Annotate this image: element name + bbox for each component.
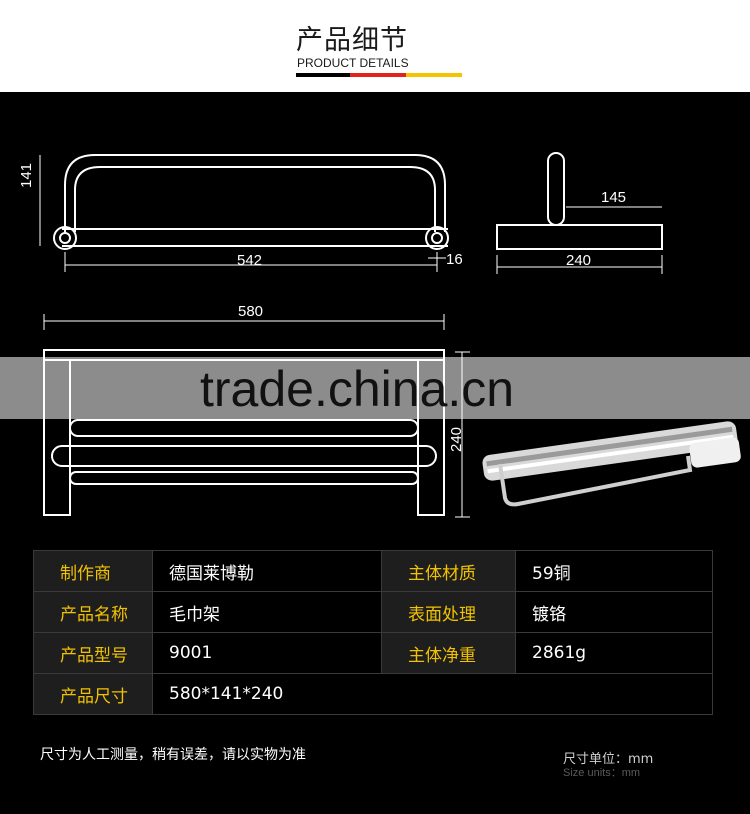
material-label: 主体材质 [381, 550, 516, 592]
manufacturer-label: 制作商 [33, 550, 153, 592]
manufacturer-value: 德国莱博勒 [152, 550, 382, 592]
model-value: 9001 [152, 632, 382, 674]
top-view-drawing [43, 349, 445, 516]
watermark-band [0, 357, 750, 419]
model-label: 产品型号 [33, 632, 153, 674]
table-row: 产品名称 毛巾架 表面处理 镀铬 [33, 591, 713, 633]
product-photo [482, 421, 741, 507]
unit-label-en: Size units：mm [563, 767, 641, 779]
top-width-dimension: 580 [238, 303, 264, 320]
surface-label: 表面处理 [381, 591, 516, 633]
side-view-dimensions [496, 206, 663, 274]
measurement-note: 尺寸为人工测量，稍有误差，请以实物为准 [40, 747, 306, 763]
table-row: 制作商 德国莱博勒 主体材质 59铜 [33, 550, 713, 592]
front-view-dimensions [39, 155, 446, 272]
table-row: 产品型号 9001 主体净重 2861g [33, 632, 713, 674]
flag-stripe [296, 73, 462, 77]
product-name-value: 毛巾架 [152, 591, 382, 633]
front-post-dimension: 16 [446, 251, 463, 268]
side-width-dimension: 240 [566, 252, 592, 269]
product-name-label: 产品名称 [33, 591, 153, 633]
flag-gold [406, 73, 462, 77]
unit-label: 尺寸单位：mm [563, 752, 654, 767]
header: 产品细节 PRODUCT DETAILS [0, 0, 750, 92]
top-depth-dimension: 240 [448, 426, 465, 452]
flag-red [350, 73, 406, 77]
weight-label: 主体净重 [381, 632, 516, 674]
size-label: 产品尺寸 [33, 673, 153, 715]
weight-value: 2861g [515, 632, 713, 674]
watermark-text: trade.china.cn [200, 361, 515, 417]
side-view-drawing [496, 152, 663, 250]
table-row: 产品尺寸 580*141*240 [33, 673, 713, 715]
surface-value: 镀铬 [515, 591, 713, 633]
size-value: 580*141*240 [152, 673, 713, 715]
spec-table: 制作商 德国莱博勒 主体材质 59铜 产品名称 毛巾架 表面处理 镀铬 产品型号… [33, 550, 713, 715]
side-depth-dimension: 145 [601, 189, 627, 206]
front-height-dimension: 141 [18, 162, 35, 188]
page-title: 产品细节 [296, 25, 408, 56]
front-width-dimension: 542 [237, 252, 263, 269]
front-view-drawing [53, 154, 449, 250]
page-subtitle: PRODUCT DETAILS [297, 56, 409, 70]
material-value: 59铜 [515, 550, 713, 592]
flag-black [296, 73, 350, 77]
